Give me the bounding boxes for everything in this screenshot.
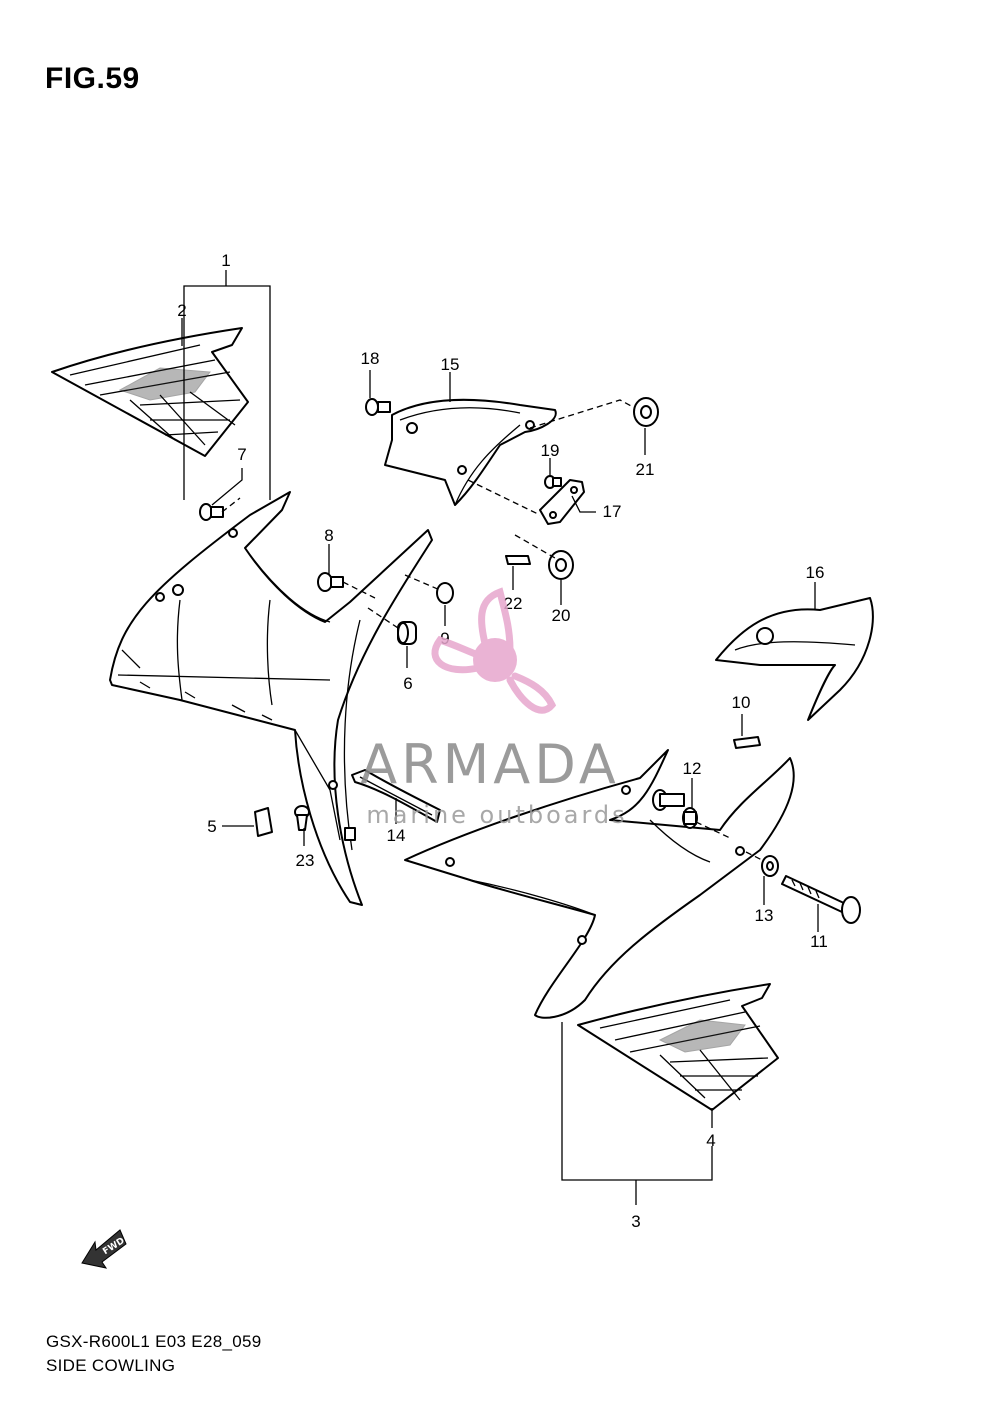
callout-22: 22 (504, 594, 523, 613)
part-22-clip (505, 555, 531, 565)
part-8-screw (317, 572, 344, 592)
callout-17: 17 (603, 502, 622, 521)
callout-10: 10 (732, 693, 751, 712)
part-17-bracket (539, 479, 585, 525)
part-12-spacer (652, 789, 698, 829)
callout-1: 1 (221, 251, 230, 270)
fasteners (199, 397, 861, 924)
callout-21: 21 (636, 460, 655, 479)
part-3-right-side-cowling (404, 749, 795, 1019)
callout-labels: 1 2 3 4 5 6 7 8 9 10 11 12 13 14 15 16 1… (177, 251, 828, 1231)
callout-2: 2 (177, 301, 186, 320)
callout-3: 3 (631, 1212, 640, 1231)
part-20-grommet (548, 550, 574, 580)
armada-logo-icon (431, 587, 557, 714)
callout-20: 20 (552, 606, 571, 625)
part-18-screw (365, 398, 391, 416)
part-2-upper-decal (51, 327, 249, 457)
assembly-lines (221, 399, 763, 861)
fwd-arrow-icon (81, 1229, 127, 1269)
part-13-washer (761, 855, 779, 877)
callout-8: 8 (324, 526, 333, 545)
part-9-nut (436, 582, 454, 604)
part-10-clip (733, 736, 761, 749)
watermark-tagline: marine outboards (366, 801, 627, 829)
callout-12: 12 (683, 759, 702, 778)
callout-13: 13 (755, 906, 774, 925)
part-16-side-panel (715, 597, 874, 721)
model-code: GSX-R600L1 E03 E28_059 (46, 1332, 262, 1351)
figure-title: FIG.59 (45, 62, 140, 95)
direction-marker: FWD (81, 1229, 127, 1269)
callout-4: 4 (706, 1131, 715, 1150)
part-15-inner-panel (384, 398, 557, 506)
section-name: SIDE COWLING (46, 1356, 176, 1375)
callout-18: 18 (361, 349, 380, 368)
part-23-screw (294, 805, 310, 831)
part-19-screw (544, 475, 562, 489)
part-14-trim-strip (351, 769, 441, 823)
leader-lines (181, 270, 819, 1205)
part-11-bolt (781, 875, 861, 924)
part-6-grommet (397, 621, 417, 645)
callout-15: 15 (441, 355, 460, 374)
callout-19: 19 (541, 441, 560, 460)
callout-23: 23 (296, 851, 315, 870)
callout-11: 11 (810, 932, 828, 951)
part-1-left-side-cowling (109, 491, 433, 906)
callout-7: 7 (237, 445, 246, 464)
part-5-clip (254, 807, 273, 837)
figure-footer: GSX-R600L1 E03 E28_059 SIDE COWLING (46, 1330, 261, 1378)
watermark-brand: ARMADA (360, 733, 620, 796)
callout-5: 5 (207, 817, 216, 836)
watermark: ARMADA marine outboards (360, 587, 627, 829)
callout-16: 16 (806, 563, 825, 582)
callout-14: 14 (387, 826, 406, 845)
part-7-screw (199, 503, 224, 521)
part-21-grommet (633, 397, 659, 427)
part-4-lower-decal (577, 983, 779, 1111)
callout-6: 6 (403, 674, 412, 693)
